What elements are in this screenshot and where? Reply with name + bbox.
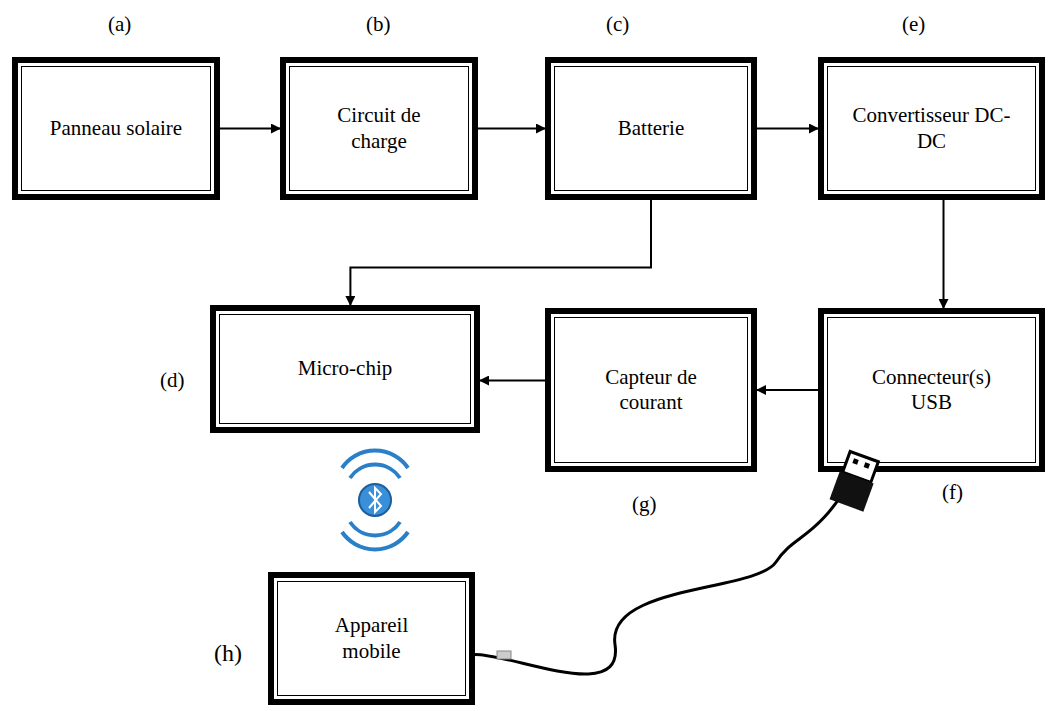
arrow-connector bbox=[220, 128, 280, 130]
arrow-connector bbox=[478, 128, 545, 130]
callout-letter: (h) bbox=[214, 640, 242, 667]
usb-cable bbox=[475, 472, 856, 674]
process-box: Connecteur(s) USB bbox=[818, 308, 1045, 472]
box-label: Connecteur(s) USB bbox=[857, 365, 1007, 415]
box-label: Convertisseur DC-DC bbox=[852, 103, 1012, 153]
arrow-connector bbox=[757, 389, 818, 391]
bluetooth-icon bbox=[342, 451, 408, 550]
process-box: Appareil mobile bbox=[268, 572, 475, 705]
arrow-connector bbox=[350, 200, 651, 305]
callout-letter: (b) bbox=[366, 12, 391, 37]
arrow-connector bbox=[943, 200, 945, 308]
box-label: Circuit de charge bbox=[309, 103, 449, 153]
arrow-connector bbox=[480, 380, 545, 382]
arrow-connector bbox=[757, 128, 818, 130]
callout-letter: (d) bbox=[160, 368, 185, 393]
process-box: Micro-chip bbox=[210, 305, 480, 433]
box-label: Batterie bbox=[576, 116, 726, 141]
callout-letter: (c) bbox=[606, 12, 629, 37]
box-label: Capteur de courant bbox=[586, 365, 716, 415]
callout-letter: (f) bbox=[942, 480, 963, 505]
callout-letter: (a) bbox=[108, 12, 131, 37]
process-box: Panneau solaire bbox=[12, 57, 220, 200]
box-label: Appareil mobile bbox=[312, 613, 432, 663]
process-box: Capteur de courant bbox=[545, 308, 757, 472]
box-label: Panneau solaire bbox=[41, 116, 191, 141]
callout-letter: (g) bbox=[632, 492, 657, 517]
box-label: Micro-chip bbox=[245, 356, 445, 381]
cable-tip bbox=[497, 651, 511, 659]
process-box: Circuit de charge bbox=[280, 57, 478, 200]
callout-letter: (e) bbox=[902, 12, 925, 37]
process-box: Batterie bbox=[545, 57, 757, 200]
process-box: Convertisseur DC-DC bbox=[818, 57, 1045, 200]
